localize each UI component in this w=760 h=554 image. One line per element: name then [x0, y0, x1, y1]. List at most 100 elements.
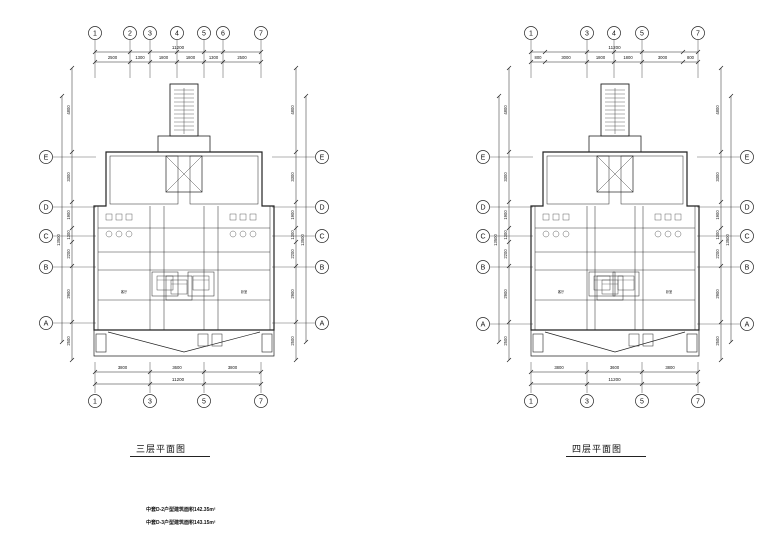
dim-total-side: 13500: [493, 234, 498, 246]
stair-landing: [588, 135, 642, 153]
dim-tick: [584, 59, 590, 65]
dim-segment-side: 3300: [503, 172, 508, 182]
axis-bubble-bottom-1-label: 1: [93, 398, 97, 405]
dim-tick: [303, 93, 309, 99]
axis-bubble-top-7-label: 7: [259, 30, 263, 37]
dim-tick: [69, 149, 75, 155]
table-0: [562, 230, 570, 238]
chair-0: [115, 213, 123, 221]
dim-segment-side: 2200: [290, 249, 295, 259]
table-1: [239, 230, 247, 238]
chair-1: [249, 213, 257, 221]
dim-tick: [506, 263, 512, 269]
dim-tick: [293, 225, 299, 231]
dim-segment-side: 1300: [290, 230, 295, 240]
plan-title-fourth-floor: 四层平面图: [572, 444, 623, 454]
axis-bubble-right-A: [740, 317, 754, 331]
dim-total-top: 11200: [608, 45, 621, 50]
dim-tick: [127, 49, 133, 55]
dim-tick: [695, 49, 701, 55]
axis-bubble-right-B: [740, 260, 754, 274]
dim-tick: [303, 339, 309, 345]
axis-bubble-top-6: [216, 26, 230, 40]
axis-bubble-top-4: [607, 26, 621, 40]
axis-bubble-right-B: [315, 260, 329, 274]
table-1: [654, 230, 662, 238]
dim-tick: [69, 357, 75, 363]
bed-0: [156, 275, 174, 291]
dim-tick: [506, 357, 512, 363]
axis-bubble-left-E-label: E: [44, 154, 49, 161]
axis-bubble-right-A-label: A: [320, 320, 325, 327]
axis-bubble-left-C-label: C: [480, 233, 485, 240]
axis-bubble-left-A-label: A: [481, 321, 486, 328]
dim-tick: [718, 225, 724, 231]
axis-bubble-top-2: [123, 26, 137, 40]
axis-bubble-bottom-5-label: 5: [640, 398, 644, 405]
dim-tick: [220, 59, 226, 65]
dim-tick: [201, 49, 207, 55]
dim-segment-bottom: 3800: [665, 365, 675, 370]
table-1: [664, 230, 672, 238]
dim-tick: [92, 49, 98, 55]
table-0: [542, 230, 550, 238]
building-outline: [93, 151, 275, 331]
axis-bubble-top-2-label: 2: [128, 30, 132, 37]
dim-segment-side: 2900: [290, 289, 295, 299]
dim-tick: [293, 199, 299, 205]
axis-bubble-left-B-label: B: [481, 264, 486, 271]
axis-bubble-right-E-label: E: [320, 154, 325, 161]
dim-tick: [528, 59, 534, 65]
axis-bubble-right-C: [740, 229, 754, 243]
elevator-core: [165, 155, 203, 193]
dim-tick: [92, 59, 98, 65]
axis-bubble-top-3: [580, 26, 594, 40]
dim-tick: [174, 59, 180, 65]
chair-0: [552, 213, 560, 221]
dim-tick: [258, 59, 264, 65]
axis-bubble-right-E-label: E: [745, 154, 750, 161]
elevator-cross: [165, 155, 203, 193]
axis-bubble-right-C-label: C: [319, 233, 324, 240]
chair-1: [229, 213, 237, 221]
bedroom-2: [596, 275, 624, 301]
room-label-living: 客厅: [121, 289, 128, 294]
dim-segment-side: 1300: [715, 230, 720, 240]
dim-segment-top: 1800: [186, 55, 196, 60]
dim-tick: [718, 199, 724, 205]
axis-bubble-top-4: [170, 26, 184, 40]
title-underline-left: [130, 456, 210, 457]
axis-bubble-bottom-1: [524, 394, 538, 408]
dim-segment-side: 2500: [290, 336, 295, 346]
axis-bubble-left-B-label: B: [44, 264, 49, 271]
axis-bubble-top-5: [197, 26, 211, 40]
axis-bubble-top-3: [143, 26, 157, 40]
room-label-bedroom: 卧室: [241, 289, 247, 294]
dim-segment-top: 1300: [135, 55, 145, 60]
dim-tick: [59, 339, 65, 345]
axis-bubble-top-5-label: 5: [640, 30, 644, 37]
dim-total-bottom: 11200: [608, 377, 621, 382]
corner-column-left: [95, 333, 107, 353]
chair-0: [562, 213, 570, 221]
ac-unit-left: [628, 333, 640, 347]
dim-tick: [542, 59, 548, 65]
dim-tick: [496, 339, 502, 345]
axis-bubble-right-E: [740, 150, 754, 164]
axis-bubble-top-1: [88, 26, 102, 40]
bed-2: [601, 279, 619, 295]
dim-tick: [69, 319, 75, 325]
area-note-d3: 中套D-3户型建筑面积143.15m²: [146, 520, 216, 526]
axis-bubble-right-B-label: B: [320, 264, 325, 271]
dim-segment-side: 2900: [715, 289, 720, 299]
dim-segment-side: 1900: [715, 210, 720, 220]
chair-1: [674, 213, 682, 221]
axis-bubble-bottom-3: [580, 394, 594, 408]
building-outline: [530, 151, 700, 331]
dim-tick: [147, 49, 153, 55]
dim-tick: [506, 239, 512, 245]
axis-bubble-bottom-7: [691, 394, 705, 408]
dim-tick: [506, 319, 512, 325]
